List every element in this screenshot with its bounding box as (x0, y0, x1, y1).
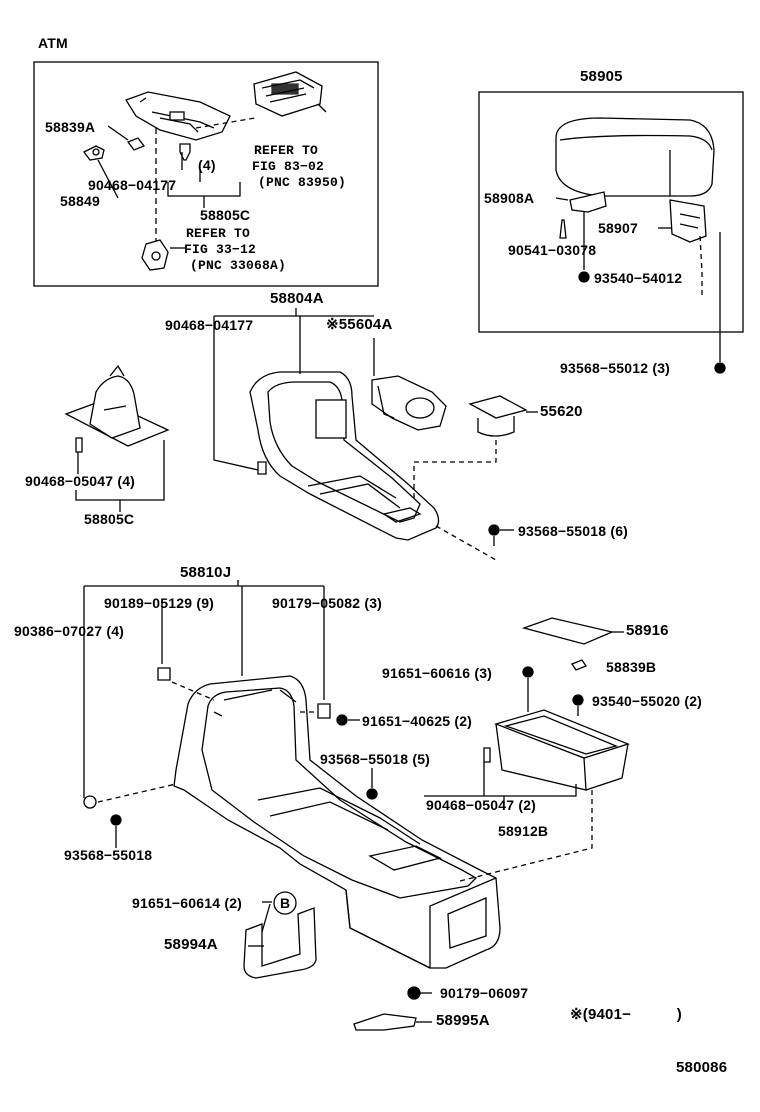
refer1-line2: FIG 83−02 (252, 159, 325, 174)
callout-b (273, 891, 297, 915)
part-91651-60616-label: 91651−60616 (3) (382, 665, 493, 681)
part-91651-60614-label: 91651−60614 (2) (132, 895, 243, 911)
clip-58839B (571, 659, 587, 671)
bracket-58994A (243, 907, 317, 979)
part-90468-04177-label: 90468−04177 (165, 317, 254, 333)
clip-90386-07027 (83, 795, 97, 809)
part-90179-06097-label: 90179−06097 (440, 985, 529, 1001)
nut-90179-05082 (317, 703, 331, 719)
inset-box-atm (33, 61, 379, 287)
clip-90468-04177 (257, 461, 267, 475)
part-58908A-label: 58908A (484, 190, 535, 206)
mat-58916 (521, 617, 615, 645)
part-58839A-label: 58839A (45, 119, 96, 135)
shift-lever-link (141, 239, 169, 271)
part-58916-label: 58916 (626, 622, 669, 639)
part-58804A-label: 58804A (270, 290, 324, 307)
part-90386-07027-label: 90386−07027 (4) (14, 623, 125, 639)
part-55604A-label: ※55604A (326, 316, 393, 333)
refer1-line3: (PNC 83950) (258, 175, 347, 190)
screw-93568-55018-6 (488, 524, 500, 546)
part-58905-label: 58905 (580, 68, 623, 85)
screw-93568-55018-5 (366, 768, 378, 800)
part-93568-55012-label: 93568−55012 (3) (560, 360, 671, 376)
screw-91651-40625 (336, 714, 348, 726)
callout-b-letter: B (280, 895, 291, 911)
part-58994A-label: 58994A (164, 936, 218, 953)
clip-90189-05129 (157, 667, 171, 681)
refer2-line2: FIG 33−12 (184, 242, 257, 257)
hinge-58907 (669, 199, 707, 243)
part-93568-55018-label: 93568−55018 (64, 847, 153, 863)
part-58810J-label: 58810J (180, 564, 232, 581)
ashtray-55620 (468, 395, 528, 437)
part-58907-label: 58907 (598, 220, 638, 236)
shift-plate-drawing (125, 91, 231, 141)
hinge-58908A (569, 191, 607, 213)
plate-58995A (353, 1013, 417, 1031)
switch-55604A (371, 375, 447, 431)
part-90468-05047-label: 90468−05047 (4) (25, 473, 136, 489)
part-90468-04177-inset-label: 90468−04177 (88, 177, 177, 193)
qty-4-label: (4) (198, 157, 216, 173)
note-9401-label: ※(9401− ) (570, 1006, 682, 1023)
part-58805C-label: 58805C (84, 511, 135, 527)
part-93568-55018-5-label: 93568−55018 (5) (320, 751, 431, 767)
refer2-line1: REFER TO (186, 226, 251, 241)
part-90189-05129-label: 90189−05129 (9) (104, 595, 215, 611)
upper-console-panel (249, 371, 440, 541)
refer2-line3: (PNC 33068A) (190, 258, 287, 273)
leader-dashed (195, 117, 256, 129)
part-93540-54012-label: 93540−54012 (594, 270, 683, 286)
refer1-line1: REFER TO (254, 143, 319, 158)
part-58839B-label: 58839B (606, 659, 657, 675)
part-58805C-inset-label: 58805C (200, 207, 251, 223)
screw-93540-55020 (572, 694, 584, 716)
part-58995A-label: 58995A (436, 1012, 490, 1029)
part-58849-label: 58849 (60, 193, 100, 209)
indicator-drawing (253, 71, 327, 117)
part-93568-55018-6-label: 93568−55018 (6) (518, 523, 629, 539)
clip-58849 (83, 145, 105, 161)
part-90179-05082-label: 90179−05082 (3) (272, 595, 383, 611)
lower-console-body (173, 675, 501, 969)
coin-box-58912B (493, 709, 630, 791)
inset-box-armrest (478, 91, 744, 333)
part-93540-55020-label: 93540−55020 (2) (592, 693, 703, 709)
figure-code-label: 580086 (676, 1059, 728, 1076)
variant-label: ATM (38, 35, 68, 51)
part-91651-40625-label: 91651−40625 (2) (362, 713, 473, 729)
part-90541-03078-label: 90541−03078 (508, 242, 597, 258)
screw-93568-55018 (110, 814, 122, 848)
part-90468-05047-2-label: 90468−05047 (2) (426, 797, 537, 813)
part-58912B-label: 58912B (498, 823, 549, 839)
part-55620-label: 55620 (540, 403, 583, 420)
nut-90179-06097 (407, 986, 421, 1000)
armrest-lid-drawing (555, 117, 715, 197)
clip-58839A (126, 137, 146, 151)
shift-boot-drawing (64, 364, 170, 447)
screw-91651-60616 (522, 666, 534, 712)
